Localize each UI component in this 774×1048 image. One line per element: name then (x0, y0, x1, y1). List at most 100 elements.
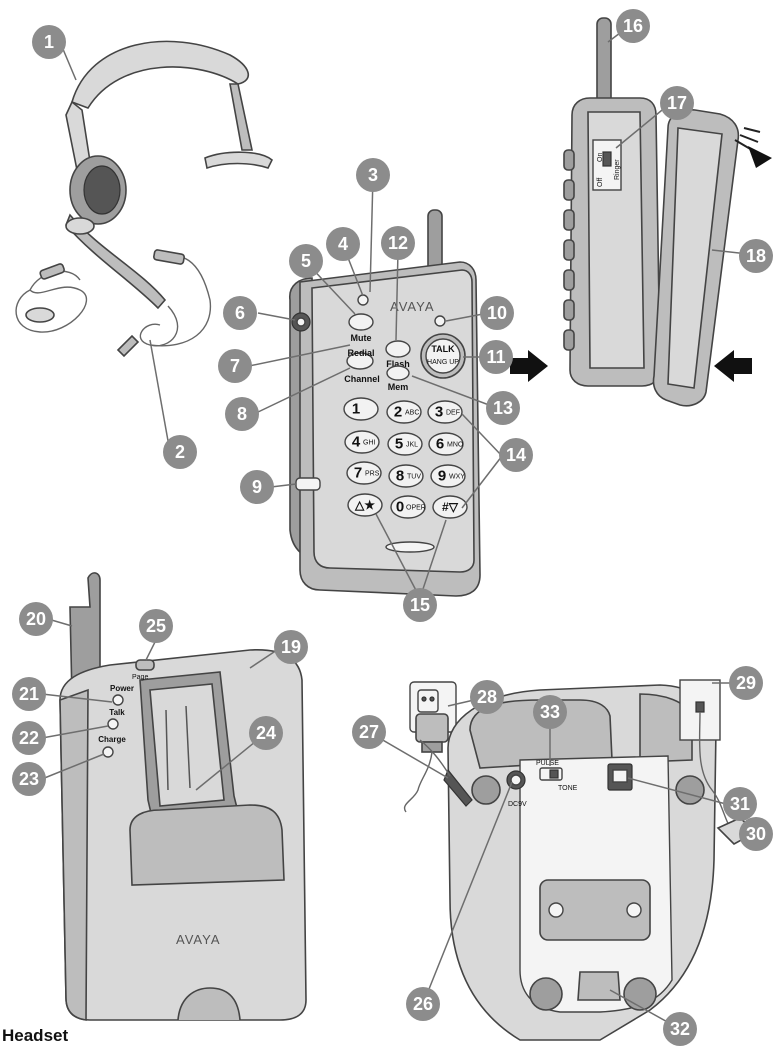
callout-20: 20 (19, 602, 53, 636)
svg-text:4: 4 (338, 234, 348, 254)
power-led-label: Power (110, 684, 134, 693)
key-5-letters: JKL (406, 442, 418, 449)
key-2-letters: ABC (405, 410, 419, 417)
svg-text:1: 1 (44, 32, 54, 52)
key-7-letters: PRS (365, 471, 380, 478)
callout-28: 28 (470, 680, 504, 714)
svg-text:24: 24 (256, 723, 276, 743)
key-7[interactable] (346, 461, 382, 485)
callout-13: 13 (486, 391, 520, 425)
talk-hangup-button[interactable] (425, 338, 461, 374)
handset-brand-logo: AVAYA (390, 299, 435, 314)
key-star-label: △★ (354, 498, 375, 512)
svg-text:19: 19 (281, 637, 301, 657)
svg-text:18: 18 (746, 246, 766, 266)
svg-text:16: 16 (623, 16, 643, 36)
svg-text:8: 8 (237, 404, 247, 424)
key-9-letters: WXY (449, 474, 465, 481)
hang-up-label: HANG UP (427, 359, 459, 366)
callout-9: 9 (240, 470, 274, 504)
callout-7: 7 (218, 349, 252, 383)
channel-button-label: Channel (344, 374, 380, 384)
base-unit-illustration: AVAYA Page Power Talk Charge (59, 572, 307, 1021)
svg-text:14: 14 (506, 445, 526, 465)
headset-illustration (15, 40, 273, 358)
key-0-letters: OPER (406, 505, 426, 512)
page-button[interactable] (135, 659, 155, 671)
svg-text:31: 31 (730, 794, 750, 814)
callout-1: 1 (32, 25, 66, 59)
base-brand-logo: AVAYA (176, 932, 221, 947)
callout-badges: 1 2 3 4 5 6 7 8 9 10 11 12 13 14 15 16 1… (12, 9, 773, 1046)
key-8[interactable] (388, 464, 424, 488)
svg-text:21: 21 (19, 684, 39, 704)
key-9-label: 9 (438, 468, 446, 485)
callout-21: 21 (12, 677, 46, 711)
key-star[interactable] (347, 493, 383, 517)
callout-30: 30 (739, 817, 773, 851)
svg-text:9: 9 (252, 477, 262, 497)
pulse-label: PULSE (536, 760, 559, 767)
ringer-on-label: On (597, 153, 604, 162)
svg-text:17: 17 (667, 93, 687, 113)
redial-button-label: Redial (347, 348, 374, 358)
key-5[interactable] (387, 432, 423, 456)
key-1-label: 1 (352, 401, 360, 418)
svg-text:33: 33 (540, 702, 560, 722)
callout-19: 19 (274, 630, 308, 664)
svg-text:12: 12 (388, 233, 408, 253)
mem-button[interactable] (386, 365, 410, 381)
key-3[interactable] (427, 400, 463, 424)
svg-text:11: 11 (486, 347, 505, 367)
key-2[interactable] (386, 400, 422, 424)
svg-text:13: 13 (493, 398, 513, 418)
key-6[interactable] (428, 432, 464, 456)
svg-text:32: 32 (670, 1019, 690, 1039)
svg-text:3: 3 (368, 165, 378, 185)
mute-button-label: Mute (351, 333, 372, 343)
ringer-title: Ringer (614, 159, 621, 180)
key-5-label: 5 (395, 436, 403, 453)
callout-3: 3 (356, 158, 390, 192)
charge-led-label: Charge (98, 735, 126, 744)
key-4-label: 4 (352, 434, 361, 451)
key-3-letters: DEF (446, 410, 460, 417)
key-9[interactable] (430, 464, 466, 488)
svg-text:30: 30 (746, 824, 766, 844)
key-6-label: 6 (436, 436, 444, 453)
svg-text:10: 10 (487, 303, 507, 323)
base-bottom-illustration: DC9V PULSE TONE (403, 679, 758, 1041)
flash-button-label: Flash (386, 359, 410, 369)
flash-button[interactable] (385, 340, 411, 358)
callout-12: 12 (381, 226, 415, 260)
key-1[interactable] (343, 397, 379, 421)
callout-33: 33 (533, 695, 567, 729)
mute-button[interactable] (348, 313, 374, 331)
callout-24: 24 (249, 716, 283, 750)
key-0[interactable] (390, 495, 426, 519)
callout-31: 31 (723, 787, 757, 821)
key-hash[interactable] (432, 495, 468, 519)
redial-button[interactable] (346, 352, 374, 370)
svg-text:2: 2 (175, 442, 185, 462)
callout-6: 6 (223, 296, 257, 330)
svg-text:6: 6 (235, 303, 245, 323)
section-heading: Headset (2, 1026, 69, 1045)
key-4[interactable] (344, 430, 380, 454)
talk-label: TALK (431, 344, 455, 354)
talk-led (107, 718, 119, 730)
talk-led-label: Talk (109, 708, 125, 717)
key-8-letters: TUV (407, 474, 421, 481)
svg-text:29: 29 (736, 673, 756, 693)
key-2-label: 2 (394, 404, 402, 421)
key-7-label: 7 (354, 465, 362, 482)
key-8-label: 8 (396, 468, 404, 485)
callout-22: 22 (12, 721, 46, 755)
key-hash-label: #▽ (442, 500, 459, 514)
page-button-label: Page (132, 674, 148, 681)
svg-text:23: 23 (19, 769, 39, 789)
callout-26: 26 (406, 987, 440, 1021)
charge-led (102, 746, 114, 758)
callout-17: 17 (660, 86, 694, 120)
